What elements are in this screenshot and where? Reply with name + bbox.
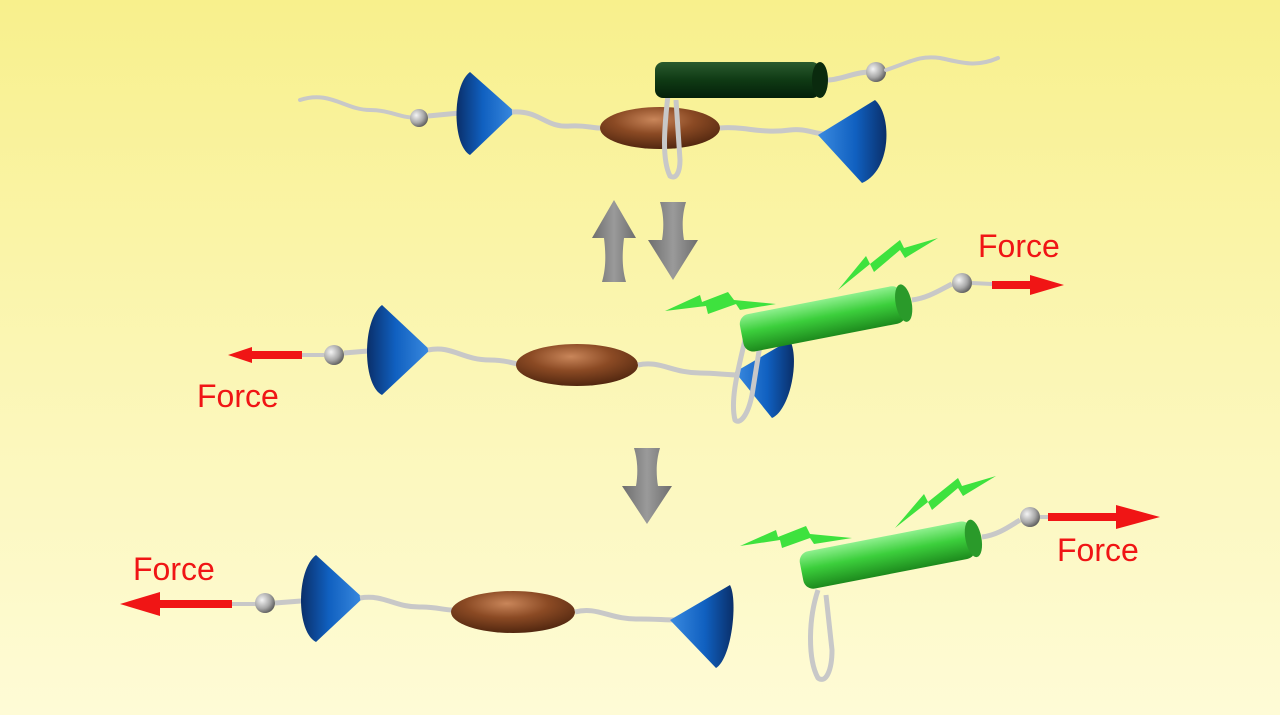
thread-segment — [981, 517, 1022, 540]
ellipsoid-core — [516, 344, 638, 386]
thread-segment — [511, 109, 601, 131]
bead-end — [1020, 507, 1040, 527]
force-arrow-icon — [120, 592, 160, 616]
lightning-bolt-icon — [665, 292, 776, 314]
down-arrow-icon — [622, 448, 672, 524]
down-arrow-icon — [648, 202, 698, 280]
cone-stopper — [456, 72, 515, 155]
thread-right-tail — [884, 55, 1000, 72]
force-label: Force — [1057, 532, 1139, 568]
bead-end — [410, 109, 428, 127]
force-arrow-icon-shaft — [1048, 513, 1120, 521]
cone-stopper — [301, 555, 363, 642]
stage-2-rotaxane: Force Force — [197, 228, 1064, 424]
thread-segment — [971, 281, 993, 286]
lightning-bolt-icon — [838, 238, 938, 290]
ring-loop — [662, 94, 683, 180]
force-arrow-icon-shaft — [158, 600, 232, 608]
cone-stopper — [367, 305, 430, 395]
thread-segment — [574, 608, 677, 623]
thread-segment — [911, 281, 954, 303]
thread-segment — [719, 125, 826, 137]
cylinder-ring — [655, 62, 828, 98]
cylinder-ring — [799, 519, 983, 589]
force-label: Force — [133, 551, 215, 587]
bead-end — [255, 593, 275, 613]
lightning-bolt-icon — [740, 526, 852, 548]
ellipsoid-core — [451, 591, 575, 633]
stage-3-dethreaded: Force Force — [120, 476, 1160, 682]
cone-stopper — [670, 585, 734, 668]
lightning-bolt-icon — [895, 476, 996, 528]
force-label: Force — [978, 228, 1060, 264]
ring-loop — [730, 339, 763, 424]
cylinder-ring — [739, 284, 913, 352]
ring-loop — [808, 589, 835, 682]
thread-segment — [637, 361, 741, 378]
cone-stopper — [735, 340, 794, 418]
thread-left-tail — [298, 95, 420, 120]
up-arrow-icon — [592, 200, 636, 282]
force-arrow-icon-shaft — [250, 351, 302, 359]
bead-end — [324, 345, 344, 365]
force-arrow-icon — [1030, 275, 1064, 295]
force-label: Force — [197, 378, 279, 414]
thread-segment — [827, 69, 871, 83]
thread-segment — [359, 594, 453, 613]
cone-stopper — [818, 100, 887, 183]
force-arrow-icon — [1116, 505, 1160, 529]
bead-end — [866, 62, 886, 82]
force-arrow-icon-shaft — [992, 281, 1032, 289]
thread-segment — [427, 346, 519, 367]
stage-1-rotaxane — [298, 55, 1000, 183]
bead-end — [952, 273, 972, 293]
ellipsoid-core — [600, 107, 720, 149]
double-arrow-icon — [592, 200, 698, 282]
